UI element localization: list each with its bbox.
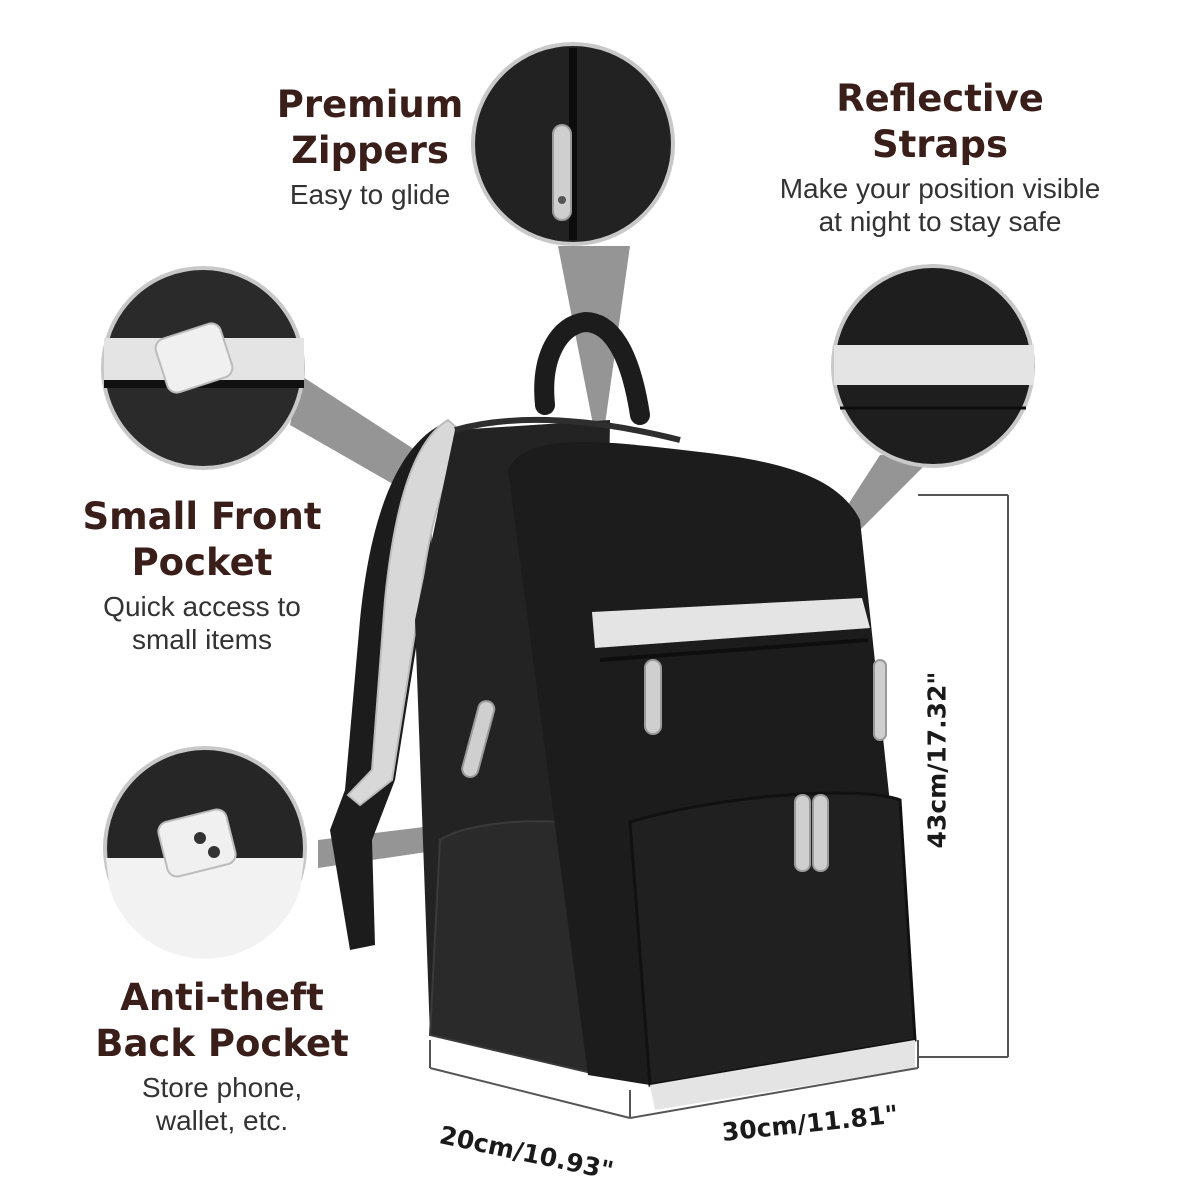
zipper-pull-icon xyxy=(812,794,829,872)
zipper-closeup xyxy=(471,42,675,246)
zipper-callout-beam xyxy=(558,246,630,460)
feature-description: Make your position visible at night to s… xyxy=(779,173,1101,237)
feature-description: Easy to glide xyxy=(289,179,451,210)
zipper-pull-icon xyxy=(794,794,811,872)
zipper-pull-icon xyxy=(873,659,887,741)
reflective-strap-closeup xyxy=(831,264,1035,468)
zipper-pull-icon xyxy=(461,700,496,778)
zipper-pull-icon xyxy=(644,659,662,735)
lower-front-pocket xyxy=(628,791,917,1087)
reflective-stripe xyxy=(592,598,870,648)
feature-anti-theft-back-pocket: Anti-theft Back Pocket Store phone, wall… xyxy=(92,975,352,1137)
feature-title: Premium Zippers xyxy=(276,83,464,172)
depth-dimension-line xyxy=(429,1067,631,1119)
feature-small-front-pocket: Small Front Pocket Quick access to small… xyxy=(62,494,342,656)
top-seam xyxy=(454,416,681,443)
feature-title: Small Front Pocket xyxy=(82,495,322,584)
feature-title: Reflective Straps xyxy=(836,77,1044,166)
width-dimension-line xyxy=(629,1067,919,1119)
feature-description: Quick access to small items xyxy=(103,591,301,655)
zipper-pulls xyxy=(461,659,887,872)
front-pocket-closeup xyxy=(101,266,305,470)
feature-title: Anti-theft Back Pocket xyxy=(95,976,349,1065)
feature-reflective-straps: Reflective Straps Make your position vis… xyxy=(755,76,1125,238)
feature-zippers: Premium Zippers Easy to glide xyxy=(270,82,470,211)
height-dimension-label: 43cm/17.32" xyxy=(922,671,952,849)
bottom-reflective-band xyxy=(650,1040,915,1110)
dimension-lines xyxy=(429,494,1009,1119)
back-pocket-closeup xyxy=(103,746,307,959)
backpack xyxy=(330,311,917,1110)
top-handle xyxy=(534,311,650,425)
feature-description: Store phone, wallet, etc. xyxy=(141,1072,303,1136)
front-zipper-line xyxy=(599,638,869,662)
